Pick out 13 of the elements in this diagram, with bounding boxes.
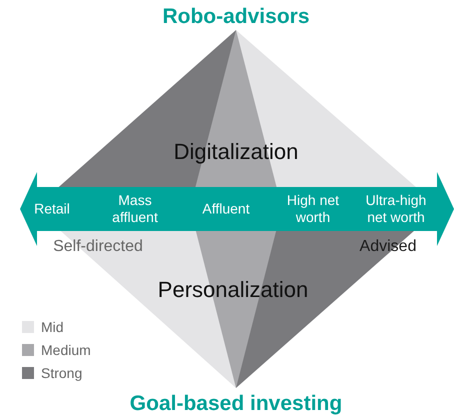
- title-text: Goal-based investing: [130, 392, 342, 416]
- title-text: Robo-advisors: [162, 5, 310, 29]
- segment-label: Ultra-high net worth: [364, 192, 428, 226]
- segment-label: High net worth: [286, 192, 340, 226]
- segment-label: Mass affluent: [111, 192, 159, 226]
- legend-label: Medium: [41, 342, 91, 358]
- segment-label: Retail: [34, 200, 70, 218]
- legend-label: Strong: [41, 365, 82, 381]
- legend-label: Mid: [41, 319, 64, 335]
- segment-label: Affluent: [202, 200, 250, 218]
- scale-label: Self-directed: [53, 238, 143, 256]
- axis-label: Digitalization: [174, 139, 298, 165]
- axis-label: Personalization: [158, 277, 308, 303]
